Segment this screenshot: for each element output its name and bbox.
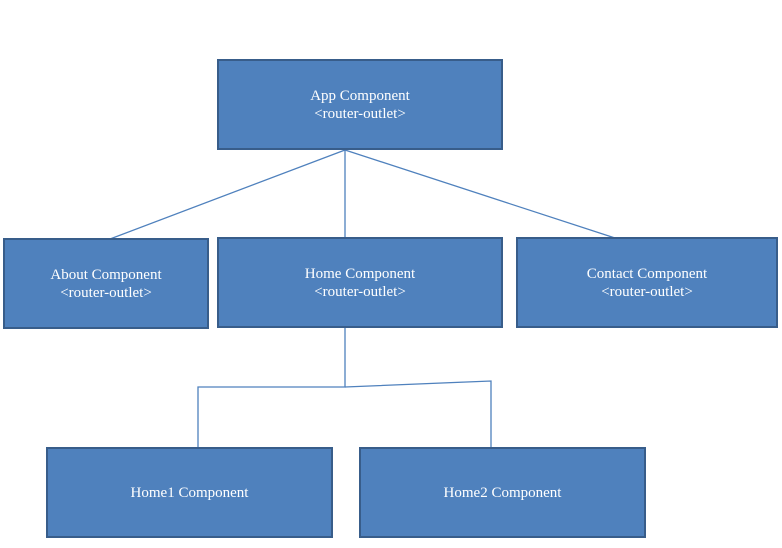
home-component-title: Home Component [304,265,416,282]
home2-component-node: Home2 Component [359,447,646,538]
about-component-outlet: <router-outlet> [60,284,152,301]
home1-component-title: Home1 Component [130,484,249,501]
home-component-outlet: <router-outlet> [314,283,406,300]
about-component-title: About Component [50,266,162,283]
connector-app-about [109,149,346,240]
home-component-node: Home Component <router-outlet> [217,237,503,328]
app-component-node: App Component <router-outlet> [217,59,503,150]
about-component-node: About Component <router-outlet> [3,238,209,329]
contact-component-node: Contact Component <router-outlet> [516,237,778,328]
home1-component-node: Home1 Component [46,447,333,538]
home2-component-title: Home2 Component [443,484,562,501]
contact-component-outlet: <router-outlet> [601,283,693,300]
app-component-outlet: <router-outlet> [314,105,406,122]
connector-home-home2 [344,380,492,448]
app-component-title: App Component [310,87,410,104]
contact-component-title: Contact Component [586,265,708,282]
connector-home-home1 [197,328,346,448]
connector-app-contact [344,149,616,239]
